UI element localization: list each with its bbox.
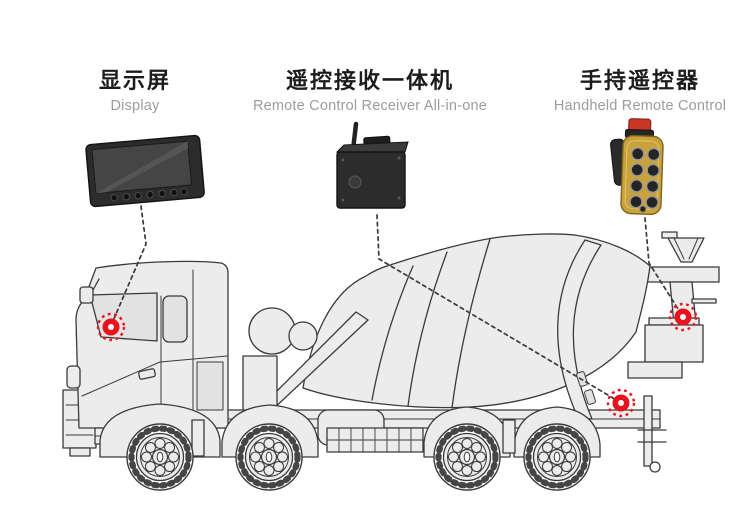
mixer-drum (302, 233, 651, 420)
headlight (66, 365, 81, 389)
label-receiver: 遥控接收一体机 Remote Control Receiver All-in-o… (235, 68, 505, 115)
display-title-cn: 显示屏 (98, 68, 171, 93)
door-handle (138, 368, 156, 380)
wheel-4 (524, 424, 590, 490)
side-mirror (79, 286, 94, 304)
receiver-product-image (335, 121, 409, 209)
label-remote: 手持遥控器 Handheld Remote Control (515, 68, 747, 115)
remote-product-image (610, 118, 664, 216)
display-title-en: Display (110, 98, 160, 114)
rear-discharge-assembly (627, 231, 720, 473)
wheel-3 (434, 424, 500, 490)
receiver-connector-line (376, 214, 619, 402)
label-display: 显示屏 Display (30, 68, 240, 115)
door-window (162, 295, 188, 343)
wheel-2 (236, 424, 302, 490)
remote-buttons (629, 147, 661, 210)
display-product-image (85, 134, 205, 208)
remote-connector-line (644, 217, 681, 313)
wheel-1 (127, 424, 193, 490)
drum-front-support (242, 307, 369, 413)
receiver-title-en: Remote Control Receiver All-in-one (252, 98, 488, 114)
remote-title-en: Handheld Remote Control (553, 98, 727, 114)
receiver-title-cn: 遥控接收一体机 (285, 68, 454, 93)
remote-title-cn: 手持遥控器 (579, 68, 700, 93)
truck-body (62, 231, 720, 490)
display-connector-line (112, 205, 147, 322)
truck-cab (62, 260, 229, 458)
